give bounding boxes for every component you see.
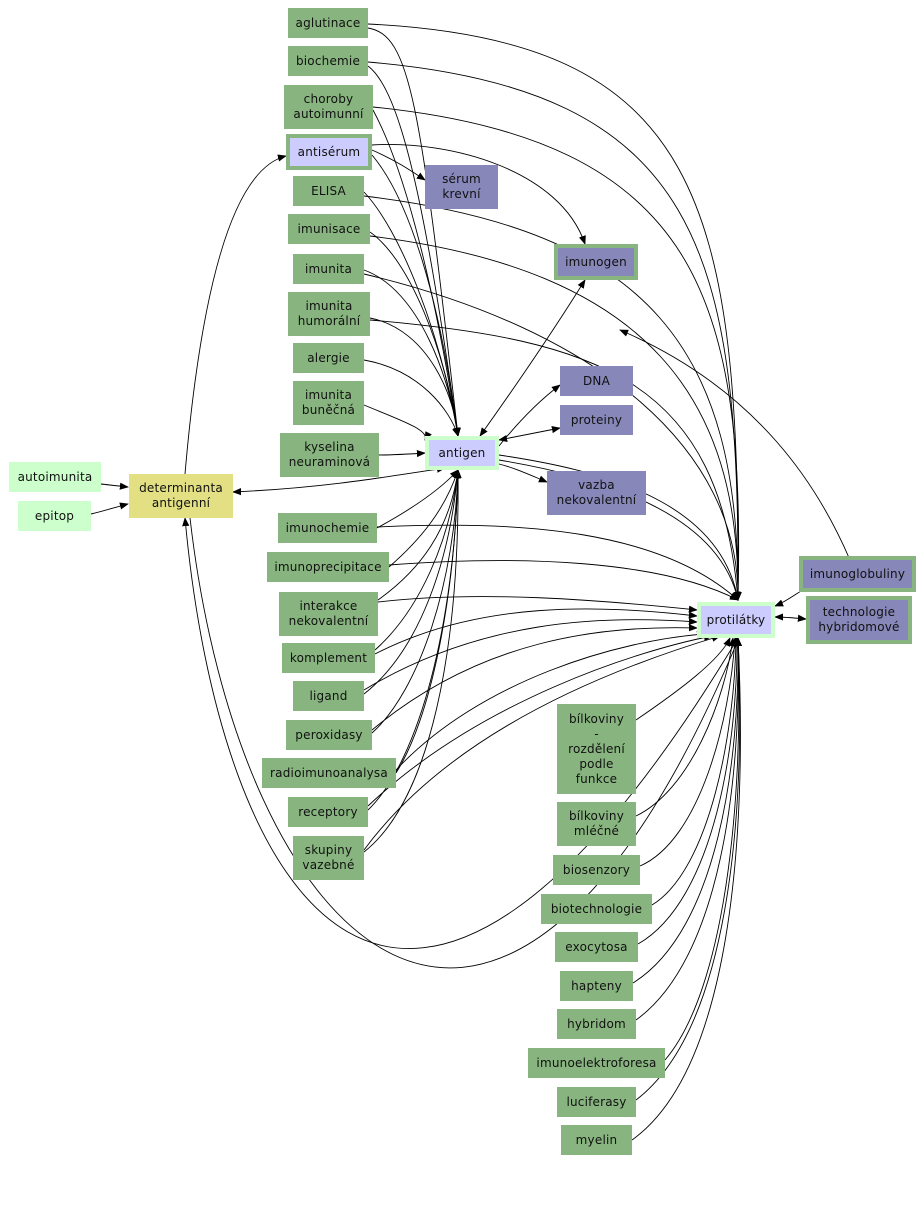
edge-7	[371, 154, 461, 437]
edge-15	[367, 23, 742, 601]
edge-58	[664, 637, 742, 1061]
edge-36	[395, 469, 462, 774]
node-technologie-hybridomove[interactable]: technologie hybridomové	[806, 596, 912, 644]
node-dna[interactable]: DNA	[560, 366, 633, 396]
node-imunisace[interactable]: imunisace	[288, 214, 370, 244]
node-imunoglobuliny[interactable]: imunoglobuliny	[799, 556, 916, 592]
edge-32	[377, 469, 461, 601]
node-aglutinace[interactable]: aglutinace	[288, 8, 368, 38]
node-imunita-bunecna[interactable]: imunita buněčná	[293, 381, 364, 425]
edge-11	[369, 317, 461, 437]
node-determinanta-antigenni[interactable]: determinanta antigenní	[129, 474, 233, 518]
edge-57	[635, 637, 742, 1021]
node-komplement[interactable]: komplement	[282, 643, 375, 673]
node-exocytosa[interactable]: exocytosa	[555, 932, 638, 962]
node-biochemie[interactable]: biochemie	[288, 46, 368, 76]
edge-31	[388, 469, 459, 568]
node-antiserum[interactable]: antisérum	[286, 134, 372, 170]
edge-24	[479, 279, 586, 437]
node-interakce-nekovalentni[interactable]: interakce nekovalentní	[279, 592, 378, 636]
edge-25	[498, 384, 561, 447]
node-protilatky-label: protilátky	[701, 606, 771, 634]
edge-53	[639, 637, 739, 867]
edge-27	[498, 463, 548, 483]
edge-23	[371, 144, 586, 245]
edge-55	[637, 637, 741, 945]
node-hybridom[interactable]: hybridom	[557, 1009, 636, 1039]
node-receptory[interactable]: receptory	[288, 797, 368, 827]
edge-12	[363, 359, 460, 437]
node-hapteny[interactable]: hapteny	[560, 971, 633, 1001]
node-skupiny-vazebne[interactable]: skupiny vazebné	[293, 836, 364, 880]
node-technologie-hybridomove-label: technologie hybridomové	[810, 600, 908, 640]
node-peroxidasy[interactable]: peroxidasy	[286, 720, 372, 750]
node-biotechnologie[interactable]: biotechnologie	[541, 894, 652, 924]
edge-47	[363, 634, 721, 851]
node-serum-krevni[interactable]: sérum krevní	[425, 165, 498, 209]
node-bilkoviny-mlecne[interactable]: bílkoviny mléčné	[557, 802, 636, 846]
node-kyselina-neuraminova[interactable]: kyselina neuraminová	[280, 433, 379, 477]
node-choroby-autoimunni[interactable]: choroby autoimunní	[284, 85, 373, 129]
edge-4	[367, 27, 461, 437]
edge-1	[90, 502, 129, 515]
node-alergie[interactable]: alergie	[293, 343, 364, 373]
node-radioimunoanalysa[interactable]: radioimunoanalysa	[262, 758, 396, 788]
node-myelin[interactable]: myelin	[561, 1125, 632, 1155]
node-ligand[interactable]: ligand	[293, 681, 364, 711]
node-proteiny[interactable]: proteiny	[560, 405, 633, 435]
node-imunita[interactable]: imunita	[293, 254, 364, 284]
edge-50	[619, 329, 851, 561]
edge-42	[374, 608, 698, 655]
node-imunita-humoralni[interactable]: imunita humorální	[288, 292, 370, 336]
edge-49	[774, 613, 807, 622]
node-autoimunita[interactable]: autoimunita	[9, 462, 101, 492]
edge-5	[367, 65, 461, 437]
edge-2	[232, 465, 446, 496]
edge-9	[369, 231, 461, 437]
edge-16	[367, 61, 742, 601]
node-antiserum-label: antisérum	[290, 138, 368, 166]
node-bilkoviny-rozdeleni-podle-funkce[interactable]: bílkoviny - rozdělení podle funkce	[557, 704, 636, 794]
edge-14	[378, 449, 426, 458]
edge-62	[189, 517, 739, 969]
edge-17	[372, 106, 742, 601]
node-imunochemie[interactable]: imunochemie	[278, 513, 377, 543]
node-antigen-label: antigen	[429, 440, 495, 466]
edge-0	[100, 482, 129, 490]
node-imunogen-label: imunogen	[558, 248, 634, 276]
node-antigen[interactable]: antigen	[425, 436, 499, 470]
edge-59	[635, 637, 742, 1101]
node-imunoglobuliny-label: imunoglobuliny	[803, 560, 912, 588]
node-biosenzory[interactable]: biosenzory	[553, 855, 640, 885]
edge-43	[363, 617, 698, 691]
edge-56	[632, 637, 742, 984]
node-elisa[interactable]: ELISA	[293, 176, 364, 206]
edge-3	[184, 154, 287, 475]
node-epitop[interactable]: epitop	[18, 501, 91, 531]
edge-61	[182, 517, 739, 950]
node-luciferasy[interactable]: luciferasy	[557, 1087, 636, 1117]
edge-6	[372, 109, 461, 437]
node-vazba-nekovalentni[interactable]: vazba nekovalentní	[547, 471, 646, 515]
edge-26	[498, 426, 561, 443]
node-imunogen[interactable]: imunogen	[554, 244, 638, 280]
edge-52	[635, 637, 736, 817]
node-protilatky[interactable]: protilátky	[697, 602, 775, 638]
edge-22	[371, 149, 426, 181]
node-imunoelektroforesa[interactable]: imunoelektroforesa	[528, 1048, 665, 1078]
node-imunoprecipitace[interactable]: imunoprecipitace	[267, 552, 389, 582]
edge-54	[651, 637, 740, 906]
edge-18	[363, 195, 742, 601]
edge-60	[631, 637, 742, 1141]
